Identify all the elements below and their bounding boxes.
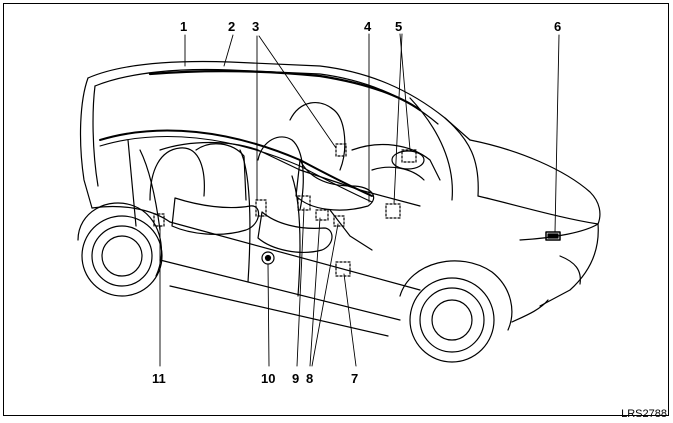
- callout-8: 8: [306, 371, 314, 386]
- module-b-pillar: [255, 199, 267, 217]
- module-dash-right: [385, 203, 401, 219]
- callout-1: 1: [180, 19, 188, 34]
- rear-seat: [149, 143, 260, 235]
- dashboard: [329, 143, 441, 251]
- callout-11: 11: [152, 371, 166, 386]
- vehicle-body-outline: [79, 60, 601, 337]
- callout-4: 4: [364, 19, 372, 34]
- leader-lines: [159, 33, 560, 367]
- callout-6: 6: [554, 19, 562, 34]
- callout-7: 7: [351, 371, 359, 386]
- rear-wheel: [77, 202, 163, 297]
- callout-3: 3: [252, 19, 260, 34]
- callout-9: 9: [292, 371, 300, 386]
- callout-5: 5: [395, 19, 403, 34]
- figure-code: LRS2788: [621, 408, 667, 420]
- callout-2: 2: [228, 19, 236, 34]
- module-center-2: [333, 215, 345, 227]
- callout-10: 10: [261, 371, 276, 386]
- seatbelt-pretensioner: [261, 251, 275, 265]
- module-rear-side: [153, 213, 165, 227]
- module-seat-front: [335, 143, 347, 157]
- driver-seat: [257, 136, 333, 253]
- front-passenger-seat: [289, 102, 375, 211]
- front-wheel: [399, 260, 513, 363]
- module-floor: [335, 261, 351, 277]
- hood-sensor: [545, 231, 561, 241]
- sensor-modules: [153, 143, 417, 277]
- module-center: [315, 209, 329, 221]
- figure-frame: [3, 3, 669, 416]
- module-dash-upper: [401, 149, 417, 163]
